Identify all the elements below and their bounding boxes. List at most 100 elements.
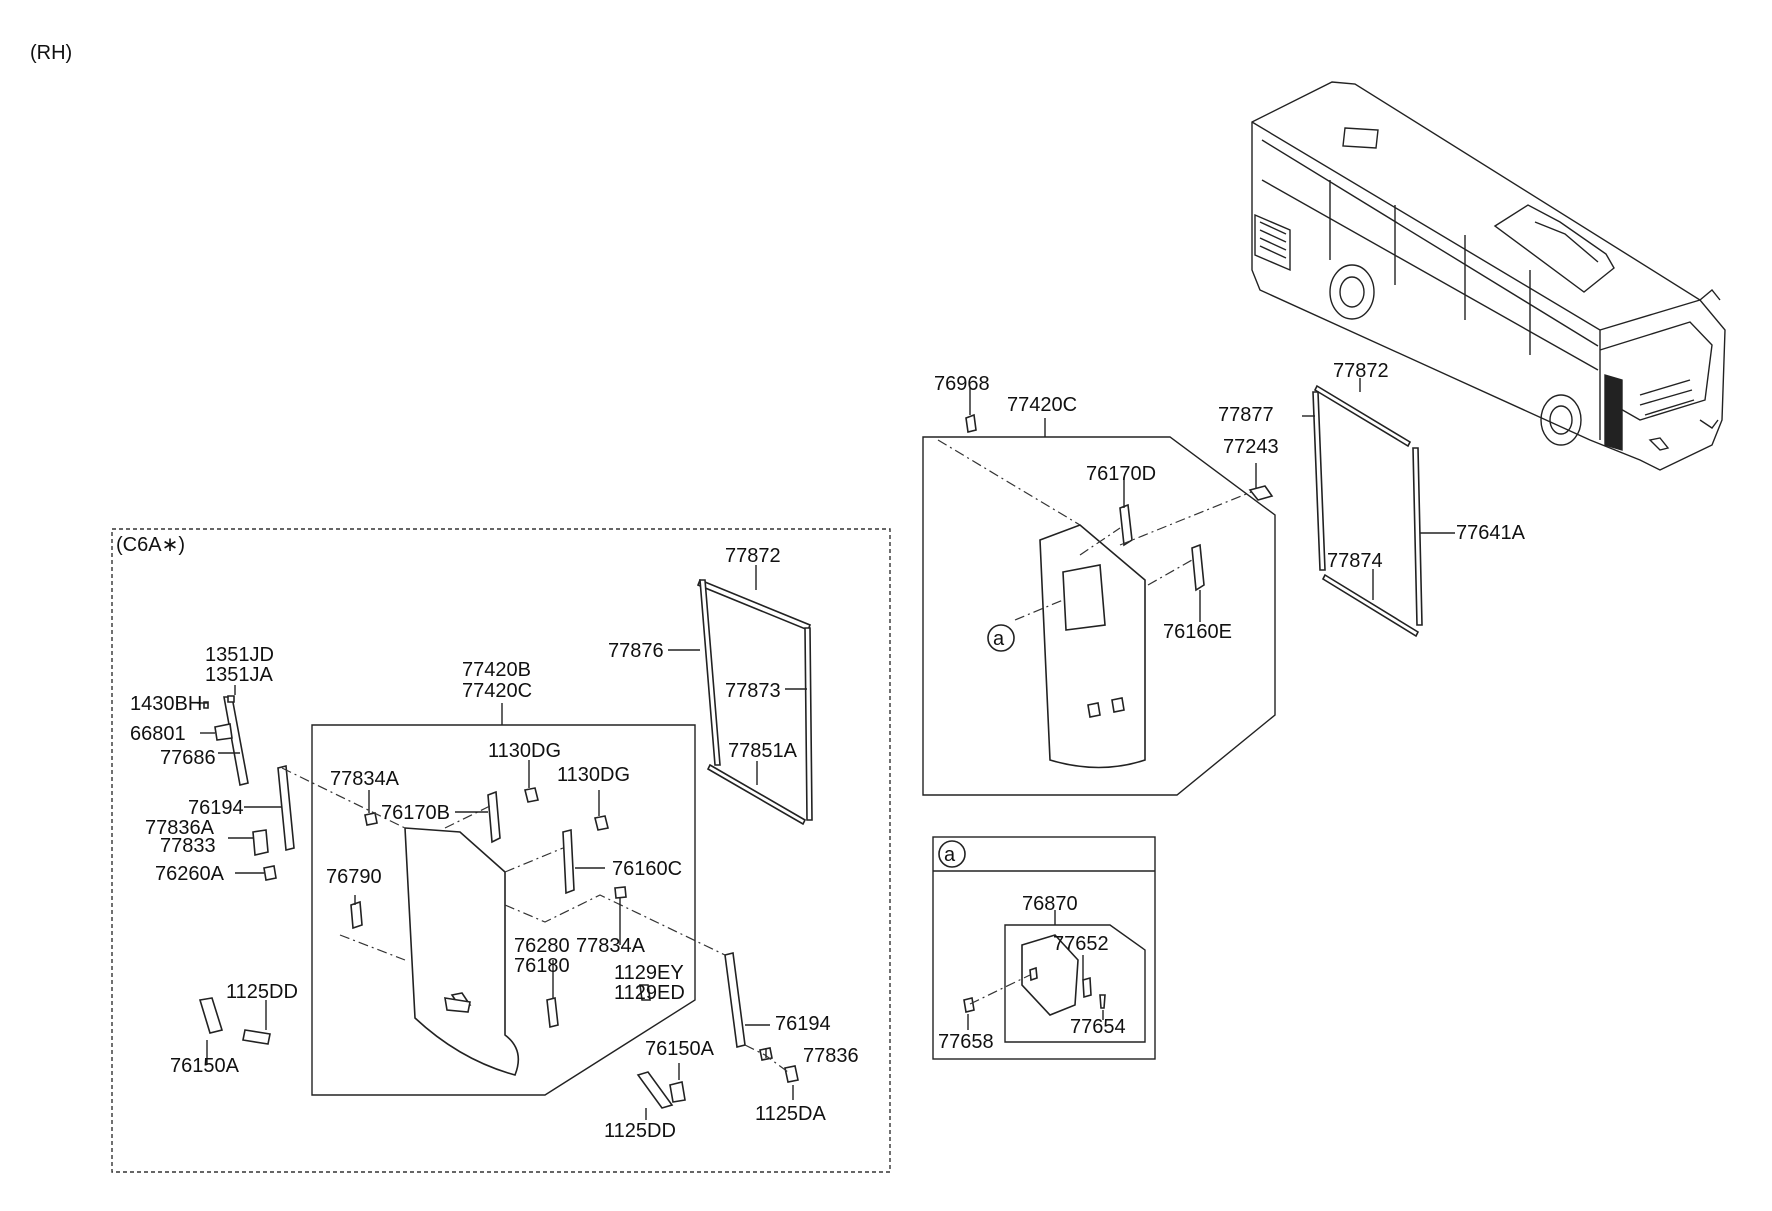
- label-77658: 77658: [938, 1031, 994, 1053]
- label-77641A: 77641A: [1456, 522, 1526, 544]
- label-76968: 76968: [934, 373, 990, 395]
- label-77851A: 77851A: [728, 740, 798, 762]
- detail-box-letter: a: [944, 844, 956, 866]
- label-76150A-mid: 76150A: [645, 1038, 715, 1060]
- option-group-frame: [111, 528, 891, 1173]
- label-77420C-left: 77420C: [462, 680, 532, 702]
- label-77873: 77873: [725, 680, 781, 702]
- part-1351JD: [227, 695, 235, 703]
- part-77652: [1082, 976, 1092, 999]
- right-door-window: [1062, 564, 1106, 631]
- hinge-76170D: [1119, 503, 1133, 547]
- part-76180: [546, 997, 559, 1028]
- bus-illustration: [1251, 81, 1726, 471]
- label-1129ED: 1129ED: [614, 982, 685, 1004]
- label-77877: 77877: [1218, 404, 1274, 426]
- label-77872-left: 77872: [725, 545, 781, 567]
- bolt-1125DA: [784, 1065, 799, 1083]
- seal-77872-left: [696, 578, 812, 632]
- left-door-panel: [404, 827, 520, 1076]
- label-77872-right: 77872: [1333, 360, 1389, 382]
- part-76790: [350, 900, 363, 930]
- label-77686: 77686: [160, 747, 216, 769]
- label-77833: 77833: [160, 835, 216, 857]
- label-77652: 77652: [1053, 933, 1109, 955]
- label-76160C: 76160C: [612, 858, 682, 880]
- label-1351JA: 1351JA: [205, 664, 273, 686]
- label-76260A: 76260A: [155, 863, 225, 885]
- label-77420B: 77420B: [462, 659, 531, 681]
- label-77420C-right: 77420C: [1007, 394, 1077, 416]
- seal-77874: [1321, 573, 1420, 638]
- bracket-76150A-left: [198, 997, 224, 1034]
- label-76170D: 76170D: [1086, 463, 1156, 485]
- bracket-77833: [252, 829, 269, 856]
- label-77834A-mid: 77834A: [576, 935, 646, 957]
- label-1125DD-left: 1125DD: [226, 981, 298, 1003]
- part-labels: 1351JD 1351JA 1430BH 66801 77686 76194 7…: [130, 360, 1526, 1142]
- label-77836: 77836: [803, 1045, 859, 1067]
- detail-a-box: a: [932, 836, 1156, 1060]
- label-1130DG-a: 1130DG: [488, 740, 561, 762]
- part-77243: [1248, 485, 1274, 501]
- label-76790: 76790: [326, 866, 382, 888]
- part-77658: [963, 997, 975, 1013]
- label-76160E: 76160E: [1163, 621, 1232, 643]
- seal-77641A: [1412, 447, 1423, 626]
- label-66801: 66801: [130, 723, 186, 745]
- part-66801: [214, 723, 233, 741]
- seal-77851A: [706, 763, 807, 826]
- label-1130DG-b: 1130DG: [557, 764, 630, 786]
- option-group-label: (C6A∗): [116, 534, 185, 556]
- strut-76194-left: [277, 764, 295, 852]
- seal-77876: [699, 579, 721, 766]
- label-1125DD-bottom: 1125DD: [604, 1120, 676, 1142]
- rod-77686: [223, 696, 249, 786]
- label-1125DA: 1125DA: [755, 1103, 826, 1125]
- hinge-76170B: [487, 790, 501, 844]
- label-77654: 77654: [1070, 1016, 1126, 1038]
- detail-callout-letter: a: [993, 628, 1005, 650]
- label-76150A-left: 76150A: [170, 1055, 240, 1077]
- right-assembly-frame: [922, 436, 1276, 796]
- bolt-1125DD-bottom: [636, 1071, 674, 1109]
- label-76194-right: 76194: [775, 1013, 831, 1035]
- label-77243: 77243: [1223, 436, 1279, 458]
- part-76968: [965, 413, 977, 433]
- hinge-76160C: [562, 828, 575, 895]
- part-77654: [1099, 994, 1106, 1009]
- label-76180: 76180: [514, 955, 570, 977]
- seal-77872-right: [1313, 384, 1412, 448]
- seal-77877: [1312, 391, 1326, 571]
- detail-callout-circle: [987, 624, 1015, 652]
- right-seal-kit: [1302, 378, 1455, 638]
- bolt-1130DG-b: [594, 815, 609, 831]
- right-panel-assembly: a: [922, 388, 1276, 796]
- strut-76194-right: [724, 952, 746, 1048]
- label-1129EY: 1129EY: [614, 962, 684, 984]
- label-76170B: 76170B: [381, 802, 450, 824]
- label-1351JD: 1351JD: [205, 644, 274, 666]
- label-77834A-left: 77834A: [330, 768, 400, 790]
- bolt-1125DD-left: [242, 1029, 271, 1045]
- clip-77834A: [364, 812, 378, 826]
- side-label: (RH): [30, 42, 72, 64]
- label-76194-left: 76194: [188, 797, 244, 819]
- label-77876: 77876: [608, 640, 664, 662]
- label-76870: 76870: [1022, 893, 1078, 915]
- left-assembly-frame: [311, 724, 696, 1096]
- label-77836A: 77836A: [145, 817, 215, 839]
- hinge-76160E: [1191, 543, 1205, 592]
- bracket-76150A-bottom: [669, 1081, 686, 1103]
- label-76280: 76280: [514, 935, 570, 957]
- right-door-panel: [1039, 524, 1146, 769]
- small-door-76870: [1021, 934, 1079, 1016]
- seal-77873: [804, 627, 813, 821]
- left-option-group: (C6A∗): [111, 528, 891, 1173]
- bolt-1130DG-a: [524, 787, 539, 803]
- part-76260A: [263, 865, 277, 881]
- label-1430BH: 1430BH: [130, 693, 202, 715]
- label-77874: 77874: [1327, 550, 1383, 572]
